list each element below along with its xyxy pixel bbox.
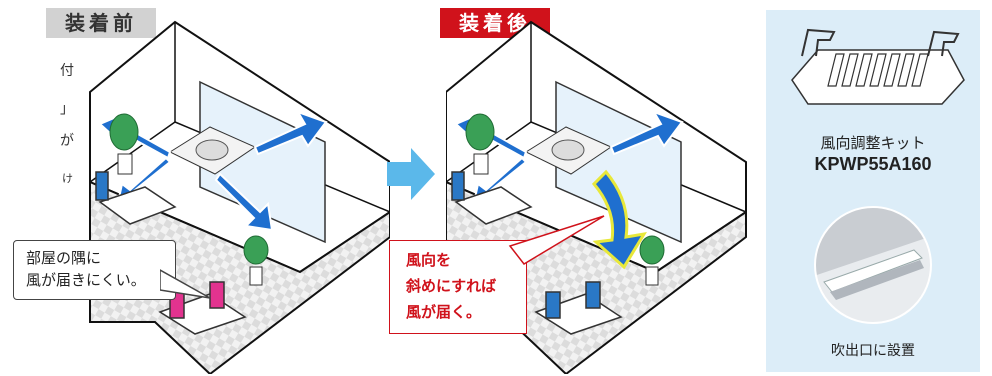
ceiling-ac-unit-icon [168,126,257,175]
edge-fragment-2: 」 [60,101,74,117]
plant-icon [109,113,269,286]
install-photo [814,206,932,324]
edge-fragment-4: け [62,172,73,185]
callout-before-line-1: 部屋の隅に [26,249,102,267]
furniture [451,171,623,335]
furniture [95,171,247,335]
callout-before-pointer [160,269,211,299]
plant-icon [465,113,665,286]
edge-fragment-3: が [60,133,74,149]
airflow-arrows-icon [454,109,684,270]
transition-arrow-icon [387,148,435,200]
product-name: 風向調整キット [820,134,926,152]
callout-before-line-2: 風が届きにくい。 [26,271,146,289]
deflector-kit-icon [791,28,965,105]
callout-before: 部屋の隅に 風が届きにくい。 [13,240,176,300]
callout-after-line-1: 風向を [406,251,452,269]
edge-fragment-1: 付 [60,63,74,79]
install-caption: 吹出口に設置 [831,343,915,359]
callout-after-pointer [508,215,605,265]
callout-after-line-3: 風が届く。 [406,303,482,321]
product-panel: 風向調整キット KPWP55A160 吹出口に設置 [766,10,980,372]
label-before: 装着前 [46,8,156,38]
ceiling-ac-unit-icon [524,126,613,175]
product-model: KPWP55A160 [814,154,932,174]
callout-after-line-2: 斜めにすれば [406,277,497,295]
room-before-illustration [89,20,390,374]
callout-after: 風向を 斜めにすれば 風が届く。 [389,240,527,334]
